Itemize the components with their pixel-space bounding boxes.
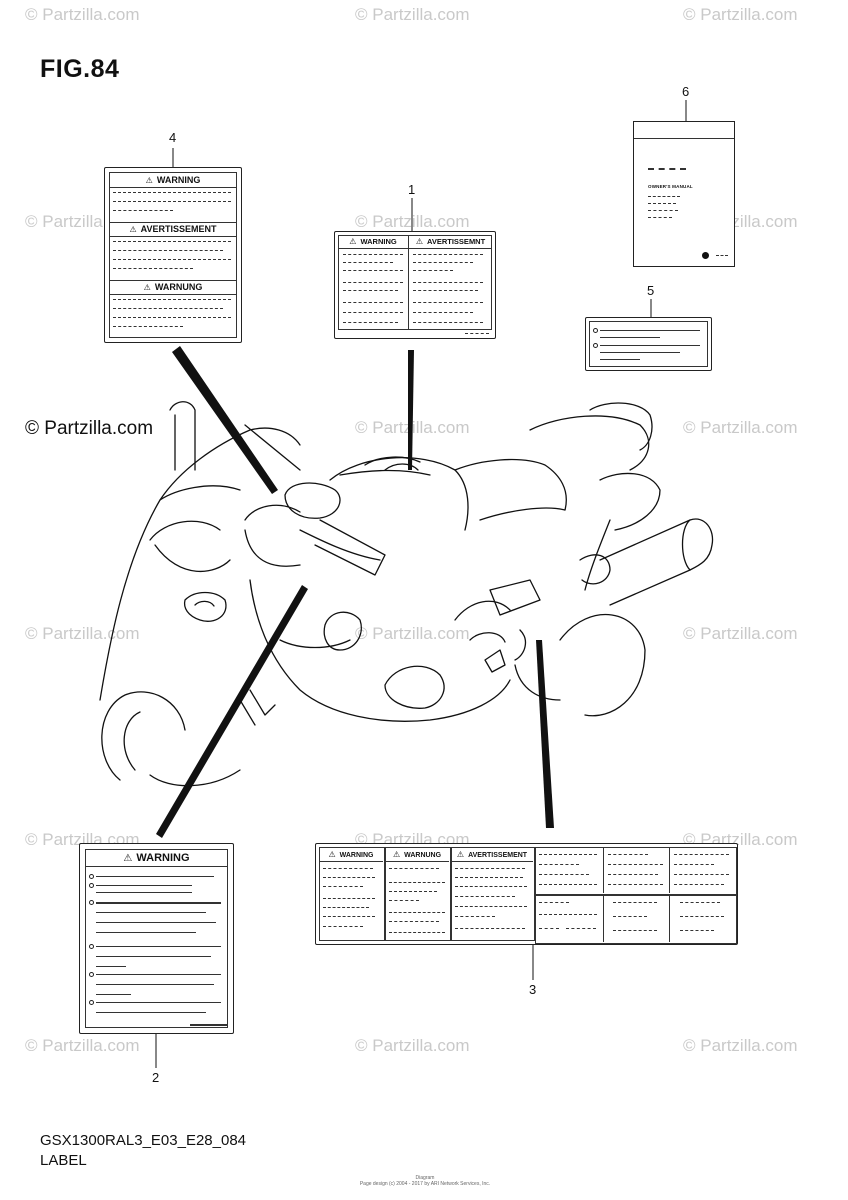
watermark: © Partzilla.com xyxy=(25,1036,140,1055)
header-text: WARNING xyxy=(156,175,201,185)
label-6-owners-manual: OWNER'S MANUAL xyxy=(633,121,735,267)
watermark: © Partzilla.com xyxy=(683,1036,798,1055)
header-text: AVERTISSEMNT xyxy=(426,237,486,246)
warning-triangle-icon: ⚠ xyxy=(392,850,401,859)
warning-triangle-icon: ⚠ xyxy=(349,237,357,246)
callout-number: 2 xyxy=(152,1070,160,1085)
warning-triangle-icon: ⚠ xyxy=(328,850,336,859)
warning-triangle-icon: ⚠ xyxy=(415,237,423,246)
label-3-warning-spec-table: ⚠WARNING ⚠WARNUNG ⚠AVERTISSEMENT xyxy=(315,843,738,945)
warning-triangle-icon: ⚠ xyxy=(143,283,151,292)
label-2-warning: ⚠WARNING xyxy=(79,843,234,1034)
warning-triangle-icon: ⚠ xyxy=(456,850,465,859)
label-3-header-warnung: ⚠WARNUNG xyxy=(385,848,449,862)
label-4-header-avertissement: ⚠AVERTISSEMENT xyxy=(109,222,237,237)
header-text: AVERTISSEMENT xyxy=(468,852,528,859)
watermark: © Partzilla.com xyxy=(683,624,798,643)
label-3-header-warning: ⚠WARNING xyxy=(319,848,383,862)
header-text: AVERTISSEMENT xyxy=(140,224,217,234)
label-4-warning-trilingual: ⚠WARNING ⚠AVERTISSEMENT ⚠WARNUNG xyxy=(104,167,242,343)
watermark: © Partzilla.com xyxy=(683,418,798,437)
owners-manual-title: OWNER'S MANUAL xyxy=(648,184,693,189)
callout-number: 3 xyxy=(529,982,537,997)
warning-triangle-icon: ⚠ xyxy=(129,225,137,234)
header-text: WARNING xyxy=(360,237,397,246)
label-3-header-avertissement: ⚠AVERTISSEMENT xyxy=(451,848,533,862)
label-1-header-avertissemnt: ⚠AVERTISSEMNT xyxy=(409,235,492,249)
watermark: © Partzilla.com xyxy=(355,5,470,24)
logo-icon xyxy=(702,252,709,259)
header-text: WARNING xyxy=(136,852,190,864)
fineprint-copyright: Page design (c) 2004 - 2017 by ARI Netwo… xyxy=(359,1181,491,1187)
label-1-header-warning: ⚠WARNING xyxy=(338,235,408,249)
label-4-header-warnung: ⚠WARNUNG xyxy=(109,280,237,295)
model-code: GSX1300RAL3_E03_E28_084 xyxy=(40,1132,247,1149)
header-text: WARNUNG xyxy=(154,282,203,292)
watermark: © Partzilla.com xyxy=(355,1036,470,1055)
callout-number: 4 xyxy=(169,130,177,145)
fineprint-top: Diagram xyxy=(415,1175,435,1181)
callout-number: 5 xyxy=(647,283,655,298)
section-label: LABEL xyxy=(40,1152,87,1169)
fineprint: Diagram Page design (c) 2004 - 2017 by A… xyxy=(330,1175,520,1187)
watermark-prominent: © Partzilla.com xyxy=(25,418,154,439)
callout-number: 1 xyxy=(408,182,416,197)
header-text: WARNUNG xyxy=(404,852,442,859)
figure-title: FIG.84 xyxy=(40,55,120,83)
watermark: © Partzilla.com xyxy=(355,624,470,643)
label-2-header-warning: ⚠WARNING xyxy=(85,850,228,867)
label-4-header-warning: ⚠WARNING xyxy=(109,174,237,188)
label-1-warning-bilingual: ⚠WARNING ⚠AVERTISSEMNT xyxy=(334,231,496,339)
warning-triangle-icon: ⚠ xyxy=(145,176,153,185)
watermark: © Partzilla.com xyxy=(25,5,140,24)
label-5-info xyxy=(585,317,712,371)
callout-number: 6 xyxy=(682,84,690,99)
watermark: © Partzilla.com xyxy=(683,5,798,24)
header-text: WARNING xyxy=(339,852,374,859)
warning-triangle-icon: ⚠ xyxy=(123,853,133,864)
